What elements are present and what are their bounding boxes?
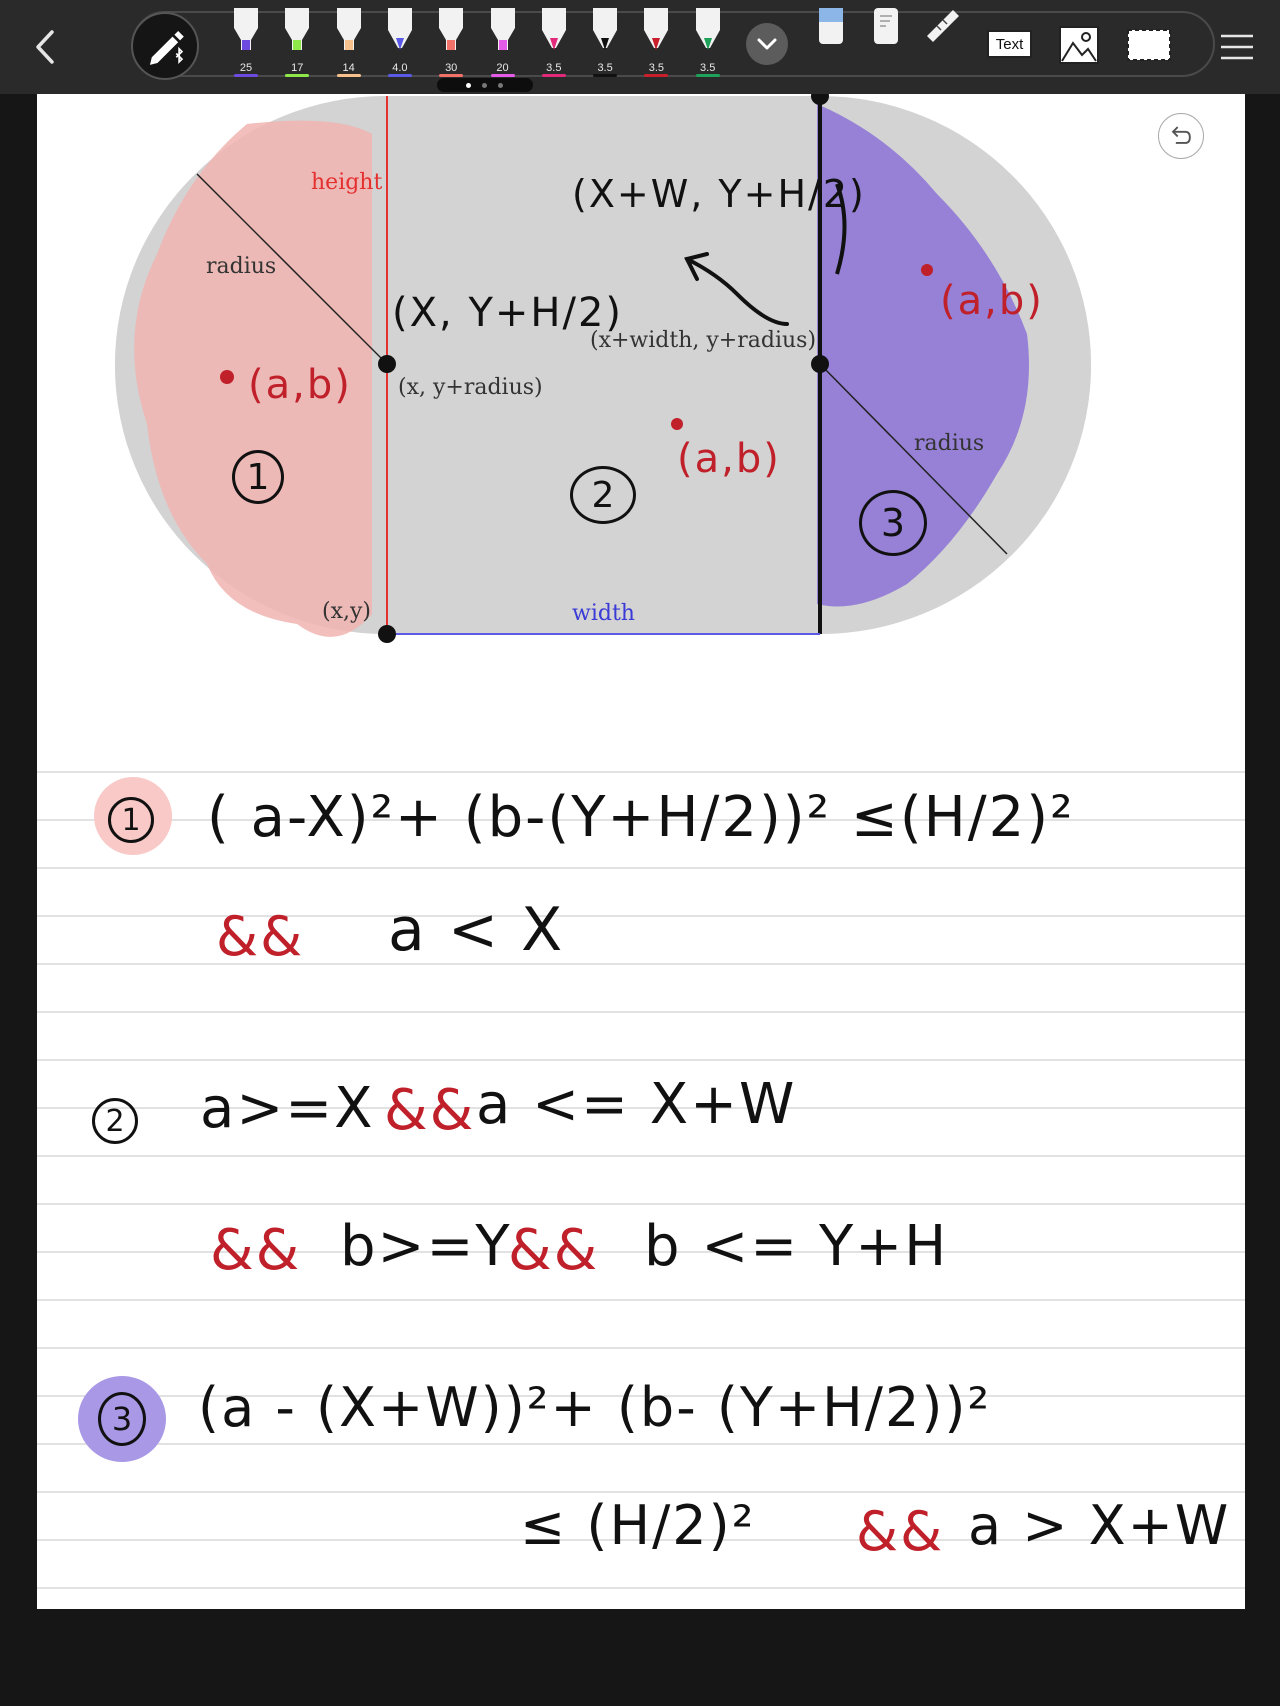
lasso-tool[interactable] xyxy=(872,8,900,44)
pen-icon xyxy=(695,8,720,50)
cond3-number: 3 xyxy=(98,1392,146,1446)
more-pens-button[interactable] xyxy=(746,23,788,65)
text-tool[interactable]: Text xyxy=(987,30,1032,58)
cond2-and1: && xyxy=(384,1078,476,1143)
ruler-icon xyxy=(927,10,959,42)
pen-tool-6[interactable]: 20 xyxy=(488,8,518,77)
pen-icon xyxy=(593,8,618,50)
pen-icon xyxy=(387,8,412,50)
chevron-down-icon xyxy=(757,38,777,50)
cond1-line2: a < X xyxy=(388,895,565,965)
arrow xyxy=(685,257,789,326)
undo-icon xyxy=(1171,126,1191,144)
pencil-bluetooth-icon xyxy=(149,30,184,65)
cond3-and: && xyxy=(856,1500,945,1563)
pen-color-underline xyxy=(336,74,361,77)
cond2-a: a>=X xyxy=(200,1076,375,1141)
pen-tool-10[interactable]: 3.5 xyxy=(693,8,723,77)
cond2-number: 2 xyxy=(92,1098,138,1144)
pen-tool-4[interactable]: 4.0 xyxy=(385,8,415,77)
label-xy: (x,y) xyxy=(322,599,371,624)
pen-size-label: 14 xyxy=(342,62,355,74)
pen-tool-5[interactable]: 30 xyxy=(436,8,466,77)
cond1-and: && xyxy=(216,905,305,968)
highlighter-icon xyxy=(439,8,464,50)
pen-size-label: 4.0 xyxy=(392,62,408,74)
cond2-b: a <= X+W xyxy=(476,1072,797,1137)
label-radius-left: radius xyxy=(206,254,277,279)
pen-size-label: 3.5 xyxy=(700,62,716,74)
region3-highlight xyxy=(817,104,1029,607)
cond1-line1: ( a-X)²+ (b-(Y+H/2))² ≤(H/2)² xyxy=(207,785,1075,850)
pen-mode-button[interactable] xyxy=(131,12,199,80)
pen-tool-9[interactable]: 3.5 xyxy=(641,8,671,77)
cond2-d: b <= Y+H xyxy=(644,1214,949,1279)
region2-mark: 2 xyxy=(570,466,636,524)
cond3-line1: (a - (X+W))²+ (b- (Y+H/2))² xyxy=(198,1376,992,1439)
label-width: width xyxy=(572,601,635,626)
image-icon[interactable] xyxy=(1058,25,1100,65)
top-toolbar: 25 17 14 4.0 30 20 3.5 3.5 3.5 3.5 Text xyxy=(0,0,1280,94)
pen-color-underline xyxy=(593,74,618,77)
page-indicator xyxy=(437,78,533,92)
pen-color-underline xyxy=(234,74,258,77)
back-icon[interactable] xyxy=(26,22,66,72)
ruler-tool[interactable] xyxy=(923,6,963,46)
hw-right-top: (X+W, Y+H/2) xyxy=(572,172,866,216)
pen-color-underline xyxy=(490,74,515,77)
region1-highlight xyxy=(134,120,372,637)
pen-color-underline xyxy=(285,74,310,77)
cond1-number: 1 xyxy=(108,797,154,843)
cond2-c: b>=Y xyxy=(340,1214,512,1279)
region3-mark: 3 xyxy=(859,490,927,556)
label-x-yradius: (x, y+radius) xyxy=(398,375,543,400)
pen-size-label: 3.5 xyxy=(597,62,613,74)
pen-size-label: 17 xyxy=(291,62,304,74)
menu-icon[interactable] xyxy=(1219,30,1255,64)
cond2-and2: && xyxy=(210,1218,302,1283)
highlighter-icon xyxy=(285,8,310,50)
pen-tool-3[interactable]: 14 xyxy=(334,8,364,77)
pen-tool-8[interactable]: 3.5 xyxy=(590,8,620,77)
highlighter-icon xyxy=(490,8,515,50)
pen-color-underline xyxy=(644,74,669,77)
pen-size-label: 25 xyxy=(239,62,253,74)
hw-ab-mid: (a,b) xyxy=(677,436,781,482)
pen-color-underline xyxy=(541,74,566,77)
undo-button[interactable] xyxy=(1158,113,1204,159)
label-height: height xyxy=(311,170,383,195)
pen-size-label: 20 xyxy=(496,62,509,74)
pen-color-underline xyxy=(387,74,412,77)
pen-size-label: 3.5 xyxy=(546,62,562,74)
pen-icon xyxy=(541,8,566,50)
hw-ab-right: (a,b) xyxy=(940,278,1044,324)
screenshot-icon[interactable] xyxy=(1126,26,1172,62)
region1-mark: 1 xyxy=(232,450,284,504)
pen-color-underline xyxy=(695,74,720,77)
pen-icon xyxy=(644,8,669,50)
hw-ab-left: (a,b) xyxy=(248,362,352,408)
eraser-tool[interactable] xyxy=(817,8,845,44)
text-tool-label: Text xyxy=(995,35,1024,53)
pen-tool-2[interactable]: 17 xyxy=(282,8,312,77)
cond2-and3: && xyxy=(508,1218,600,1283)
pen-tool-1[interactable]: 25 xyxy=(231,8,261,77)
label-xwidth-yradius: (x+width, y+radius) xyxy=(590,328,817,353)
hw-left-center: (X, Y+H/2) xyxy=(392,290,623,336)
pen-size-label: 30 xyxy=(445,62,458,74)
pen-tool-7[interactable]: 3.5 xyxy=(539,8,569,77)
cond3-line2a: ≤ (H/2)² xyxy=(520,1494,756,1557)
eraser-icon xyxy=(819,8,843,44)
pen-color-underline xyxy=(439,74,464,77)
highlighter-icon xyxy=(336,8,361,50)
cond3-line2b: a > X+W xyxy=(968,1494,1231,1557)
ruled-lines xyxy=(37,771,1245,1589)
highlighter-icon xyxy=(234,8,258,50)
pen-size-label: 3.5 xyxy=(648,62,665,74)
capsule-diagram xyxy=(114,94,1092,643)
lasso-icon xyxy=(874,8,898,44)
label-radius-right: radius xyxy=(914,431,985,456)
